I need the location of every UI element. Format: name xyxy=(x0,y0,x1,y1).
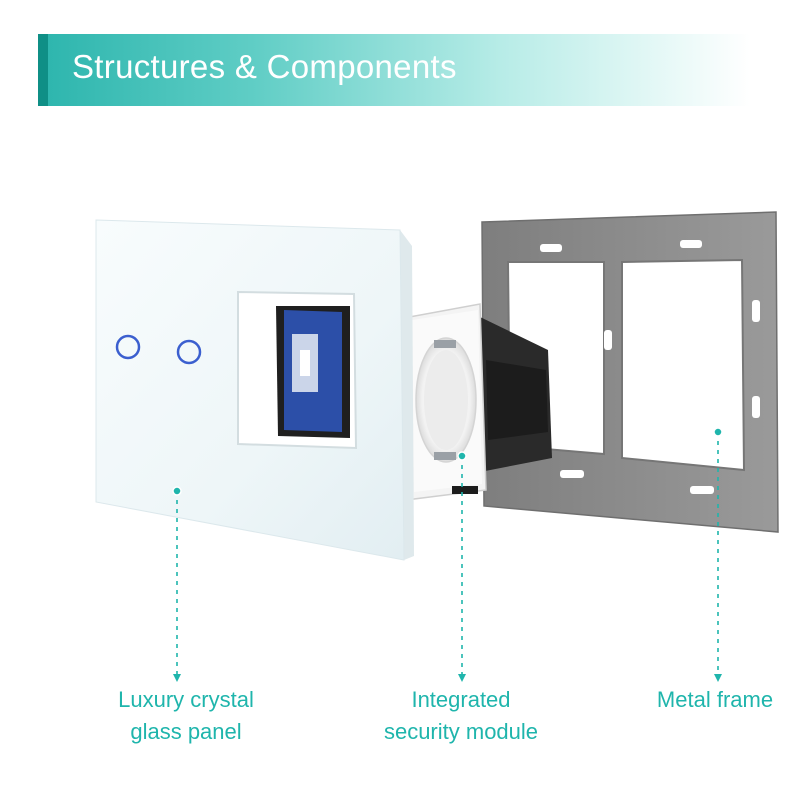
leader-arrowheads xyxy=(173,674,722,682)
leader-lines xyxy=(176,432,719,676)
caption-line: Integrated xyxy=(411,687,511,712)
caption-glass-panel: Luxury crystal glass panel xyxy=(86,684,286,748)
page-title: Structures & Components xyxy=(72,48,457,85)
touch-button-icon xyxy=(115,334,141,360)
glass-panel xyxy=(95,219,414,561)
caption-line: Luxury crystal xyxy=(118,687,254,712)
leader-dot-icon xyxy=(172,486,182,496)
leader-dot-icon xyxy=(457,451,467,461)
caption-line: Metal frame xyxy=(656,687,774,712)
touch-button-icon xyxy=(176,339,202,365)
caption-line: security module xyxy=(383,719,539,744)
title-banner-accent xyxy=(38,34,48,106)
title-banner xyxy=(38,34,750,106)
caption-security-module: Integrated security module xyxy=(356,684,566,748)
security-module xyxy=(403,303,552,501)
caption-line: glass panel xyxy=(130,719,242,744)
leader-dot-icon xyxy=(713,427,723,437)
caption-metal-frame: Metal frame xyxy=(630,684,800,716)
